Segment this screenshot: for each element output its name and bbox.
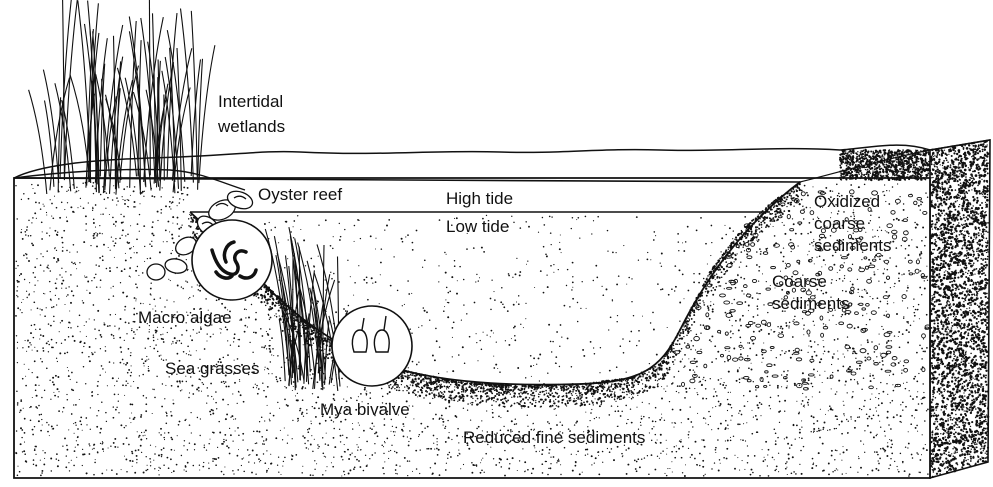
mya-bivalve-icon bbox=[332, 306, 412, 386]
label-oyster-reef: Oyster reef bbox=[258, 185, 342, 204]
label-intertidal-wetlands-2: wetlands bbox=[217, 117, 285, 136]
label-coarse-1: Coarse bbox=[772, 272, 827, 291]
label-oxidized-1: Oxidized bbox=[814, 192, 880, 211]
label-oxidized-2: coarse bbox=[814, 214, 865, 233]
label-mya-bivalve: Mya bivalve bbox=[320, 400, 410, 419]
label-high-tide: High tide bbox=[446, 189, 513, 208]
label-low-tide: Low tide bbox=[446, 217, 509, 236]
label-macro-algae: Macro algae bbox=[138, 308, 232, 327]
label-coarse-2: sediments bbox=[772, 294, 849, 313]
label-sea-grasses: Sea grasses bbox=[165, 359, 260, 378]
macro-algae-icon bbox=[192, 220, 272, 300]
label-intertidal-wetlands-1: Intertidal bbox=[218, 92, 283, 111]
label-oxidized-3: sediments bbox=[814, 236, 891, 255]
label-reduced-fine-sediments: Reduced fine sediments bbox=[463, 428, 645, 447]
